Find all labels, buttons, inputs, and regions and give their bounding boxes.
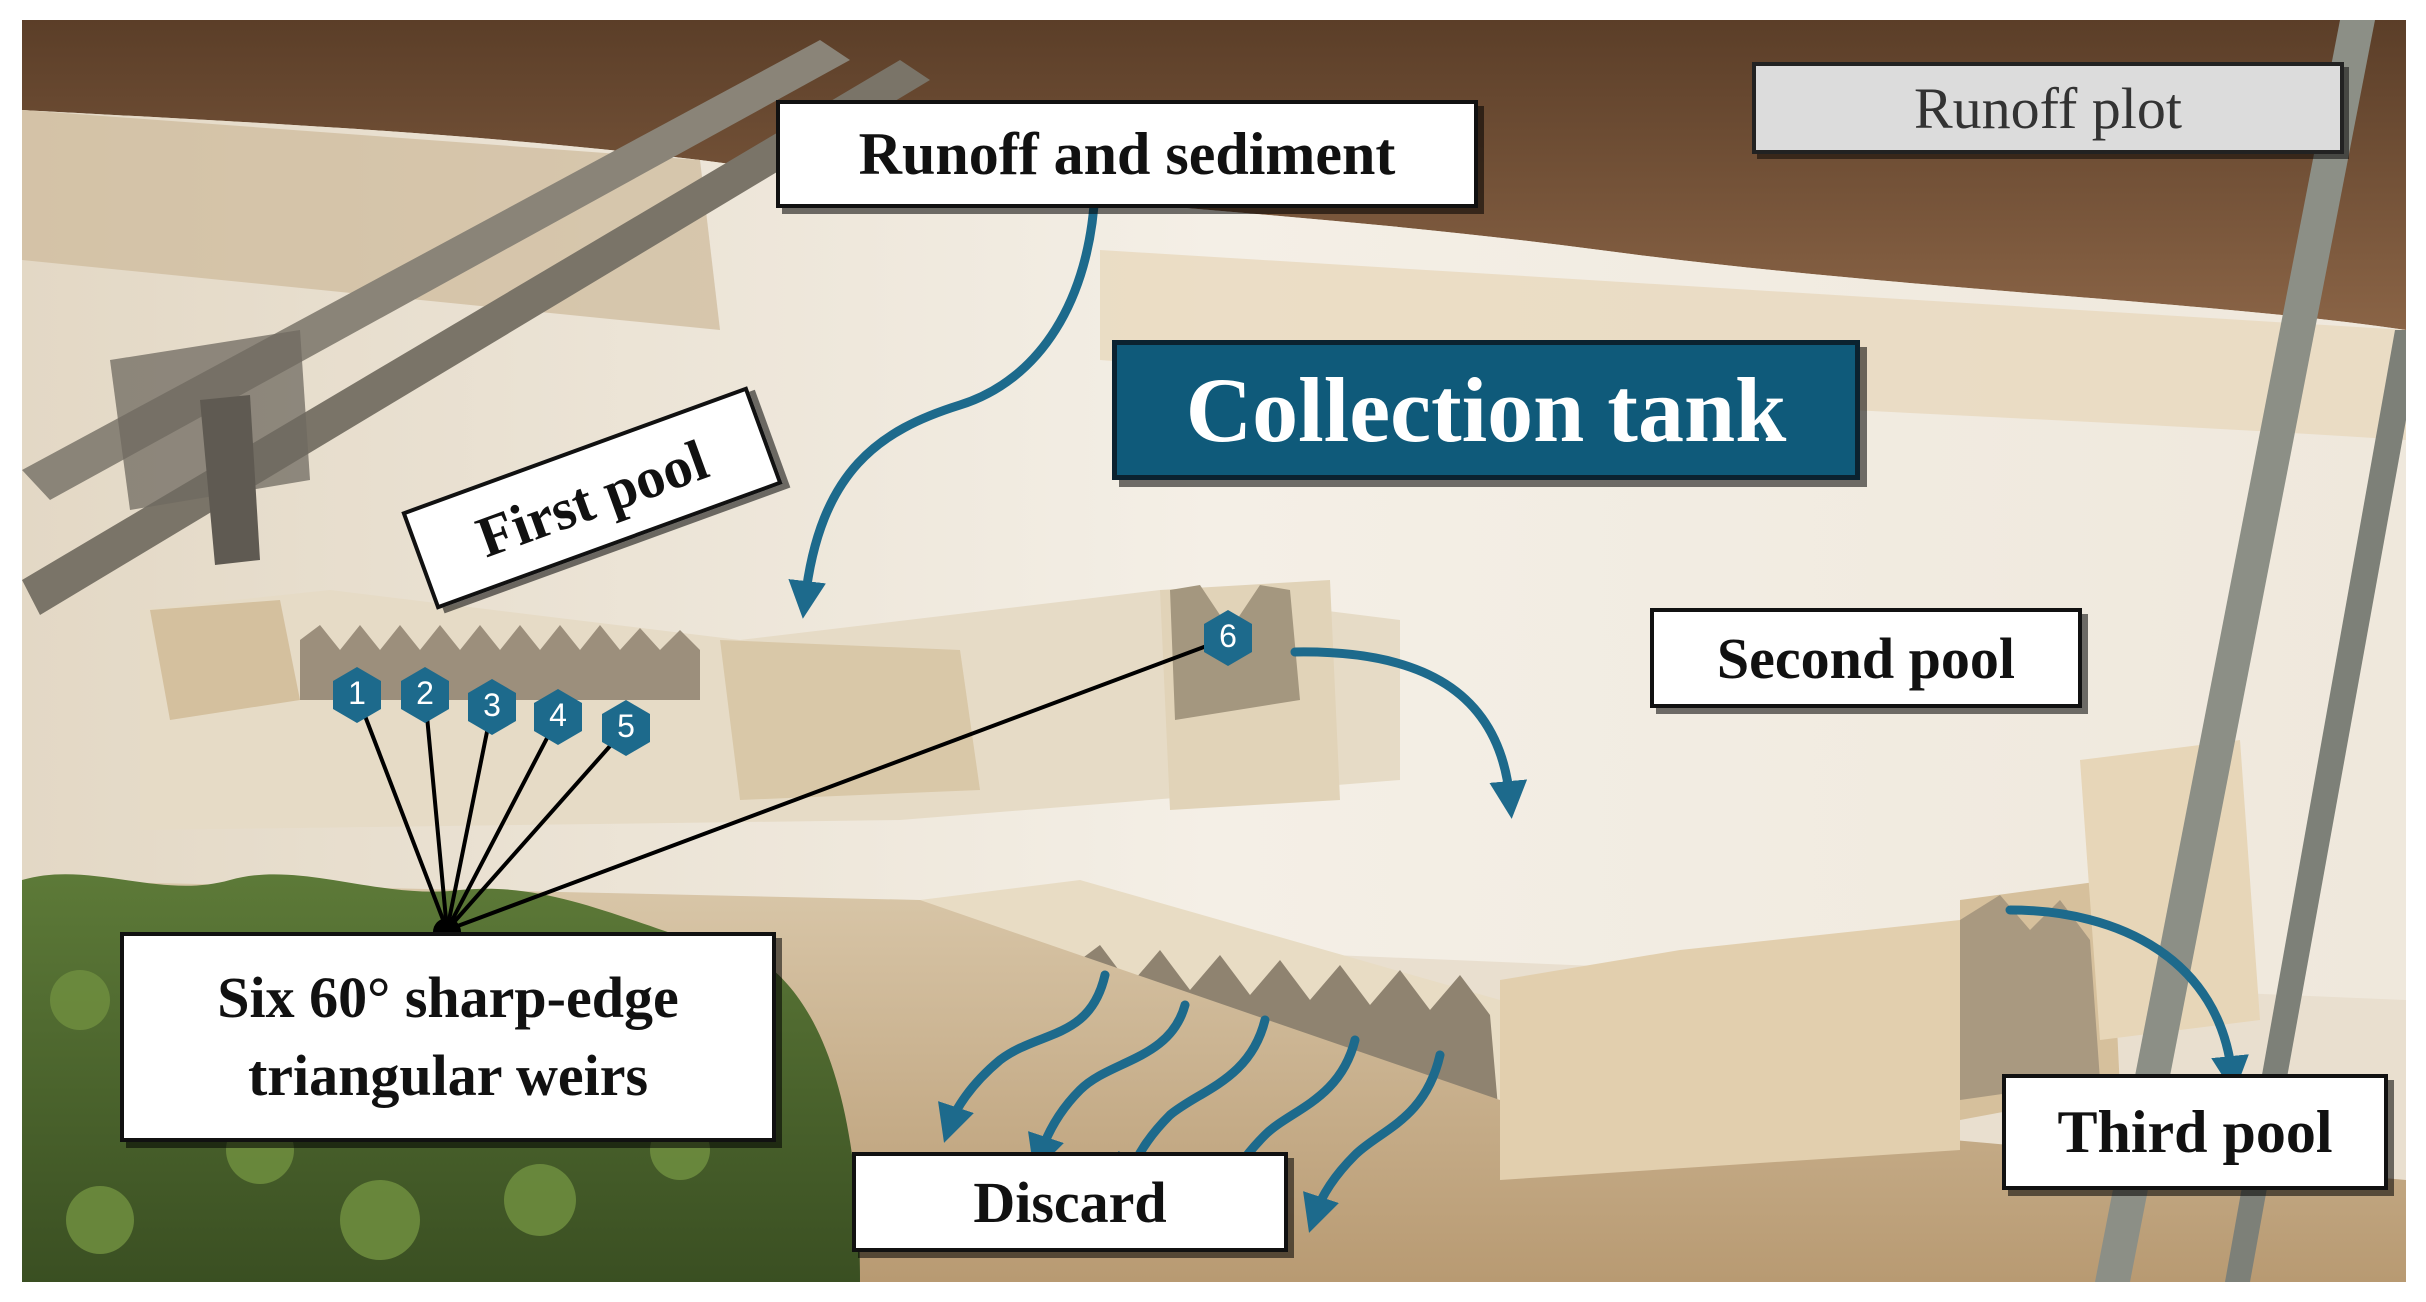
runoff-plot-label: Runoff plot <box>1752 62 2344 154</box>
pole <box>2095 20 2375 1282</box>
collection-tank-label: Collection tank <box>1112 340 1860 480</box>
weir-marker-1: 1 <box>333 667 381 723</box>
weir-marker-6: 6 <box>1204 610 1252 666</box>
weirs-label-line1: Six 60° sharp-edge <box>217 964 679 1030</box>
runoff-sediment-label: Runoff and sediment <box>776 100 1478 208</box>
weir-marker-label: 1 <box>348 675 366 711</box>
weir-marker-2: 2 <box>401 667 449 723</box>
weir-marker-label: 5 <box>617 708 635 744</box>
weir-marker-5: 5 <box>602 700 650 756</box>
weir-marker-label: 2 <box>416 675 434 711</box>
discard-label: Discard <box>852 1152 1288 1252</box>
weirs-label: Six 60° sharp-edge triangular weirs <box>120 932 776 1142</box>
weir-marker-label: 3 <box>483 687 501 723</box>
third-pool-label: Third pool <box>2002 1074 2388 1190</box>
weir-marker-label: 6 <box>1219 618 1237 654</box>
second-pool-label: Second pool <box>1650 608 2082 708</box>
weir-marker-3: 3 <box>468 679 516 735</box>
weir-marker-label: 4 <box>549 697 567 733</box>
weir-pointer-lines <box>355 636 1229 932</box>
weirs-label-line2: triangular weirs <box>247 1043 649 1108</box>
weir-marker-4: 4 <box>534 689 582 745</box>
flow-arrows <box>788 185 2249 1233</box>
